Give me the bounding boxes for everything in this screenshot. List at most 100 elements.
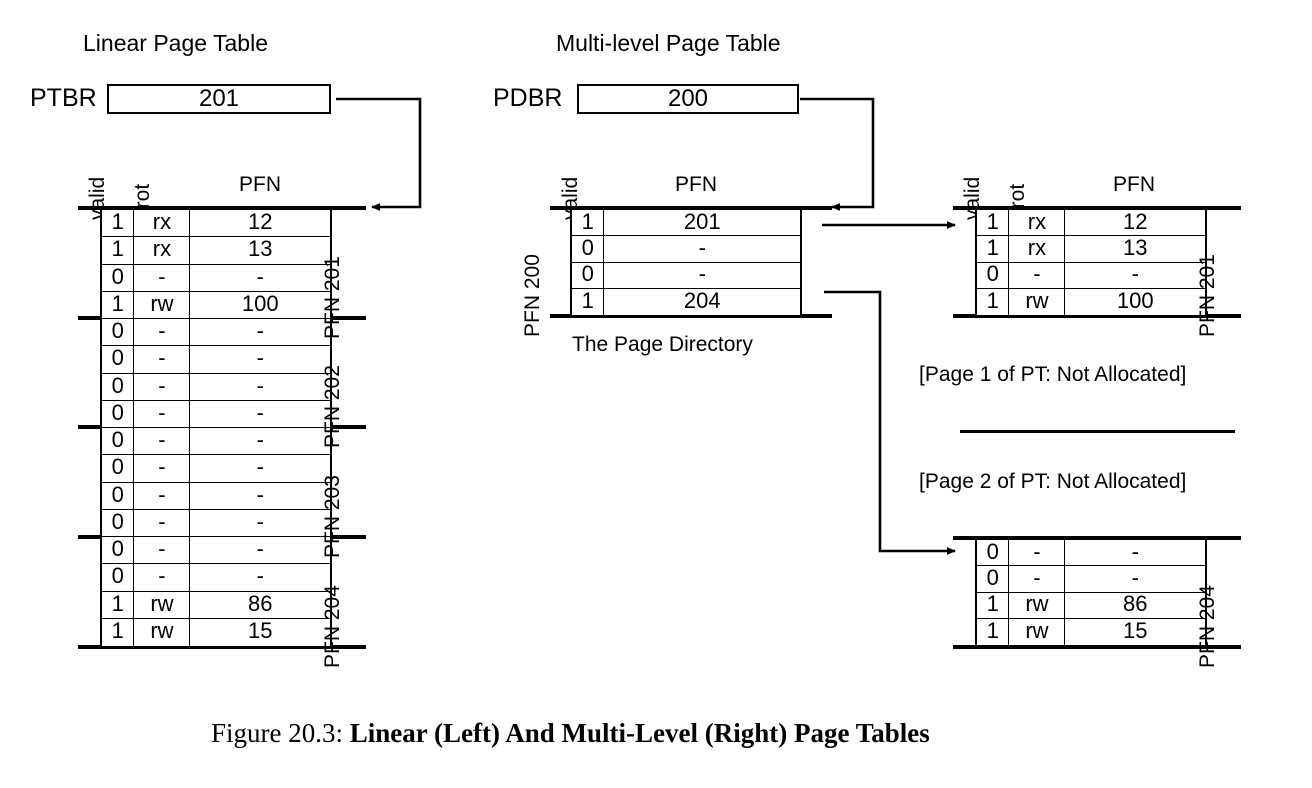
left-pt-cell-valid: 0: [102, 319, 135, 346]
table-row: 0--: [102, 427, 330, 456]
left-pt-cell-valid: 1: [102, 291, 135, 318]
left-rule-top: [78, 206, 366, 210]
left-pt-cell-pfn: -: [256, 427, 264, 453]
left-pt-cell-prot: -: [134, 509, 191, 536]
pt201-rule-bottom: [953, 314, 1241, 318]
left-pt-cell-prot: rx: [134, 210, 191, 237]
left-pt-cell-pfn: -: [256, 454, 264, 480]
left-pt-cell-valid: 1: [102, 618, 135, 646]
left-pt-cell-prot: -: [134, 428, 191, 455]
left-pt-cell-pfn: -: [256, 263, 264, 289]
left-page-label-201: PFN 201: [321, 256, 344, 339]
table-row: 0--: [977, 564, 1205, 593]
table-row: 0--: [102, 454, 330, 483]
table-row: 0--: [977, 538, 1205, 567]
page1-not-allocated-note: [Page 1 of PT: Not Allocated]: [919, 363, 1187, 386]
left-pt-cell-valid: 0: [102, 400, 135, 427]
left-pt-cell-prot: rw: [134, 591, 191, 618]
pt201-cell-prot: -: [1009, 262, 1066, 288]
dir-cell-valid: 1: [572, 288, 605, 315]
left-pt-cell-pfn: 100: [241, 290, 279, 316]
directory-side-label: PFN 200: [521, 254, 544, 337]
table-row: 1 204: [572, 287, 800, 315]
pt204-cell-pfn: -: [1131, 538, 1139, 564]
pt201-rule-top: [953, 206, 1241, 210]
left-pt-cell-pfn: -: [256, 481, 264, 507]
pt204-cell-prot: rw: [1009, 592, 1066, 618]
pt201-cell-pfn: 12: [1122, 208, 1148, 234]
directory-header-pfn: PFN: [675, 173, 717, 196]
pt204-cell-valid: 1: [977, 618, 1010, 645]
left-pt-cell-prot: rw: [134, 291, 191, 318]
table-row: 0-: [572, 261, 800, 289]
pt201-cell-prot: rw: [1009, 288, 1066, 315]
pt201-header-pfn: PFN: [1113, 173, 1155, 196]
pt204-cell-prot: rw: [1009, 618, 1066, 645]
left-page-label-204: PFN 204: [321, 585, 344, 668]
ptbr-connector: [336, 97, 422, 211]
pt201-cell-pfn: -: [1131, 261, 1139, 287]
caption-prefix: Figure 20.3:: [211, 718, 343, 748]
dir-cell-valid: 0: [572, 236, 605, 262]
pt204-cell-valid: 0: [977, 566, 1010, 592]
pt201-cell-valid: 1: [977, 236, 1010, 262]
left-pt-cell-valid: 0: [102, 564, 135, 591]
pt201-cell-pfn: 100: [1116, 287, 1154, 313]
dir-cell-pfn: 204: [683, 287, 721, 313]
left-page-label-202: PFN 202: [321, 365, 344, 448]
pt204-cell-pfn: 15: [1122, 617, 1148, 643]
left-pt-cell-valid: 0: [102, 455, 135, 482]
ptbr-label: PTBR: [30, 84, 97, 112]
pdbr-value-box: 200: [577, 84, 799, 114]
pt204-cell-valid: 0: [977, 540, 1010, 566]
pt204-cell-prot: -: [1009, 540, 1066, 566]
left-pt-cell-prot: -: [134, 564, 191, 591]
dir-cell-valid: 0: [572, 262, 605, 288]
left-pt-cell-pfn: -: [256, 536, 264, 562]
left-pt-cell-pfn: -: [256, 399, 264, 425]
left-title: Linear Page Table: [83, 30, 268, 56]
directory-rule-top: [550, 206, 832, 210]
pt204-rule-top: [953, 536, 1241, 540]
table-row: 0--: [102, 536, 330, 565]
pt204-cell-pfn: -: [1131, 564, 1139, 590]
caption-main: Linear (Left) And Multi-Level (Right) Pa…: [349, 718, 930, 748]
pt204-rule-bottom: [953, 645, 1241, 649]
left-pt-cell-pfn: 12: [247, 209, 273, 235]
page2-not-allocated-note: [Page 2 of PT: Not Allocated]: [919, 470, 1187, 493]
directory-entry3-connector: [824, 290, 956, 555]
left-pt-cell-prot: -: [134, 264, 191, 291]
pt201-cell-valid: 1: [977, 210, 1010, 236]
dir-cell-pfn: -: [698, 261, 706, 287]
left-pt-cell-pfn: 86: [247, 590, 273, 616]
table-row: 0-: [572, 236, 800, 263]
not-allocated-divider: [960, 430, 1235, 433]
table-row: 0--: [977, 261, 1205, 289]
left-pt-cell-prot: -: [134, 373, 191, 400]
left-pt-cell-pfn: 15: [247, 618, 273, 644]
left-pt-cell-prot: -: [134, 400, 191, 427]
left-pt-cell-prot: -: [134, 346, 191, 373]
table-row: 0--: [102, 509, 330, 537]
table-row: 0--: [102, 263, 330, 292]
left-pt-cell-pfn: -: [256, 345, 264, 371]
left-page-label-203: PFN 203: [321, 475, 344, 558]
left-pt-cell-prot: rw: [134, 618, 191, 646]
pt204-cell-pfn: 86: [1122, 591, 1148, 617]
left-pt-cell-valid: 0: [102, 428, 135, 455]
dir-cell-valid: 1: [572, 210, 605, 236]
